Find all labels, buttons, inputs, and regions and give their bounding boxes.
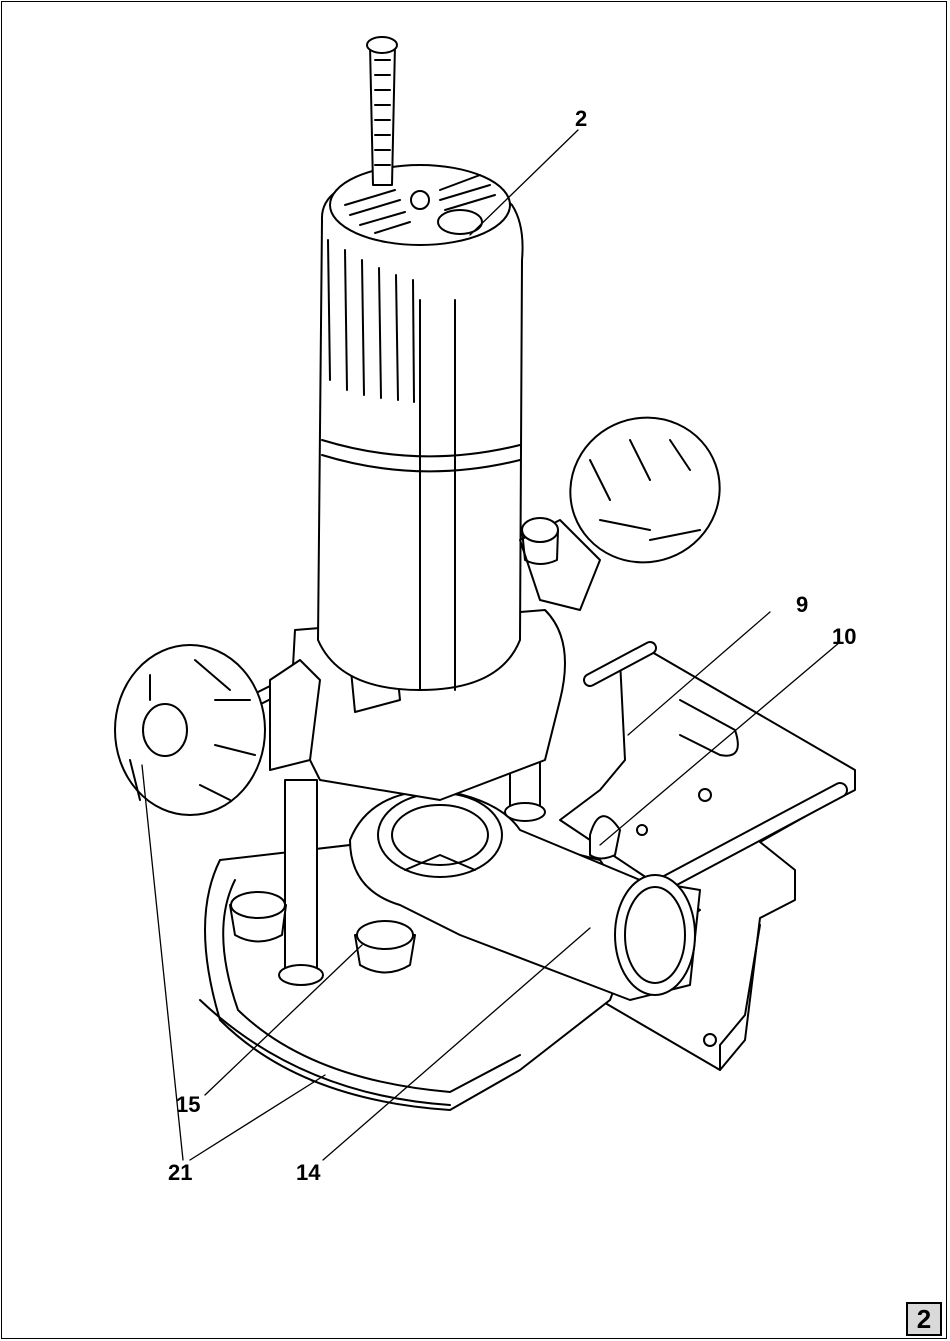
callout-14: 14	[296, 1160, 321, 1185]
left-rod-knob	[229, 891, 287, 943]
depth-knob-15	[354, 920, 416, 974]
dust-extraction-adaptor	[349, 789, 701, 1001]
guide-clamp-10	[589, 815, 621, 860]
cable-guard	[366, 36, 398, 186]
callout-9: 9	[796, 592, 809, 617]
vent-slots	[327, 239, 415, 403]
page-number-badge: 2	[906, 1302, 942, 1336]
top-cap	[329, 164, 511, 246]
leader-lines	[141, 129, 841, 1161]
callout-21: 21	[168, 1160, 193, 1185]
motor-housing	[317, 174, 524, 691]
callout-15: 15	[176, 1092, 201, 1117]
right-handle	[519, 416, 721, 611]
callout-10: 10	[832, 624, 857, 649]
left-handle	[114, 644, 321, 816]
callout-2: 2	[575, 106, 588, 131]
